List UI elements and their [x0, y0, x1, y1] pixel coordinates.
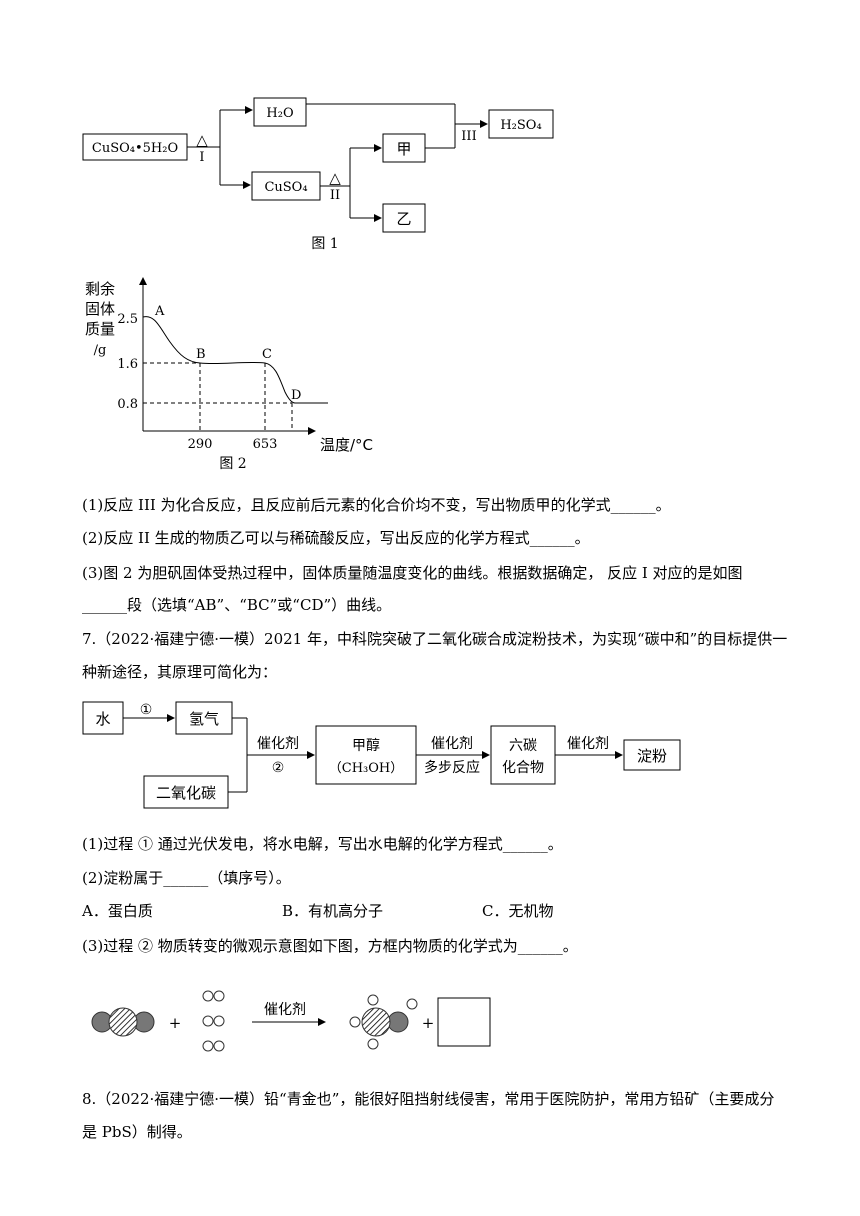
q6-part2: (2)反应 II 生成的物质乙可以与稀硫酸反应，写出反应的化学方程式______…	[82, 529, 590, 547]
label-circle-1: ①	[140, 702, 153, 718]
figure-2-mass-temperature-chart: 剩余 固体 质量 /g 2.5 1.6 0.8 290 653 A B C D …	[85, 277, 373, 472]
mass-curve	[142, 316, 328, 404]
q7-intro-line2: 种新途径，其原理可简化为：	[82, 663, 278, 681]
answer-box	[437, 997, 491, 1047]
label-methanol: 甲醇	[352, 737, 380, 754]
heat-symbol-1: △	[196, 131, 208, 149]
x-tick-653: 653	[253, 437, 278, 452]
label-h2so4: H₂SO₄	[500, 118, 541, 133]
y-axis-label-line1: 剩余	[85, 280, 115, 298]
point-label-b: B	[196, 347, 206, 362]
box-yi	[382, 203, 426, 233]
y-tick-0-8: 0.8	[117, 397, 138, 412]
plus-sign-1: +	[169, 1014, 182, 1032]
label-water: 水	[95, 710, 110, 728]
q7-part3: (3)过程 ② 物质转变的微观示意图如下图，方框内物质的化学式为______。	[82, 937, 578, 955]
q6-part3-line2: ______段（选填“AB”、“BC”或“CD”）曲线。	[82, 596, 392, 614]
q7-micro-diagram: + 催化剂 +	[91, 990, 491, 1052]
q6-part3-line1: (3)图 2 为胆矾固体受热过程中，固体质量随温度变化的曲线。根据数据确定， 反…	[82, 564, 743, 582]
figure-2-caption: 图 2	[219, 456, 246, 472]
y-axis-label-line2: 固体	[85, 300, 115, 318]
figure-1-flow-diagram: CuSO₄•5H₂O H₂O CuSO₄ 甲 乙 H₂SO₄ △ I △ II …	[82, 97, 554, 252]
label-hydrogen: 氢气	[189, 710, 219, 728]
label-multistep: 多步反应	[424, 759, 480, 776]
label-methanol-formula: （CH₃OH）	[329, 761, 404, 776]
point-label-a: A	[154, 304, 165, 319]
q7-starch-synthesis-flow: 水 ① 氢气 二氧化碳 催化剂 ② 甲醇 （CH₃OH） 催化剂 多步反应 六碳…	[82, 701, 681, 809]
label-six-carbon-b: 化合物	[502, 760, 544, 776]
label-h2o: H₂O	[266, 106, 293, 121]
micro-catalyst-label: 催化剂	[264, 1002, 306, 1018]
plus-sign-2: +	[422, 1014, 435, 1032]
heat-symbol-2: △	[329, 169, 341, 187]
box-h2o	[253, 97, 307, 127]
label-six-carbon-a: 六碳	[509, 738, 537, 754]
x-tick-290: 290	[188, 437, 213, 452]
q7-option-a: A．蛋白质	[82, 902, 153, 920]
label-cuso4-5h2o: CuSO₄•5H₂O	[92, 141, 178, 156]
y-axis-label-line4: /g	[94, 343, 107, 358]
step-label-3: III	[461, 129, 476, 144]
label-yi: 乙	[396, 210, 411, 228]
label-catalyst-1: 催化剂	[257, 736, 299, 752]
box-h2so4	[488, 109, 554, 139]
box-starch	[623, 739, 681, 771]
point-label-c: C	[262, 347, 272, 362]
q7-option-c: C．无机物	[482, 902, 554, 920]
q8-line1: 8.（2022·福建宁德·一模）铅“青金也”，能很好阻挡射线侵害，常用于医院防护…	[82, 1090, 775, 1108]
label-jia: 甲	[396, 140, 411, 158]
label-starch: 淀粉	[637, 747, 667, 765]
q7-intro-line1: 7.（2022·福建宁德·一模）2021 年，中科院突破了二氧化碳合成淀粉技术，…	[82, 630, 788, 648]
label-catalyst-2: 催化剂	[431, 736, 473, 752]
label-cuso4: CuSO₄	[264, 180, 307, 195]
q8-line2: 是 PbS）制得。	[82, 1123, 192, 1141]
x-axis-label: 温度/°C	[320, 436, 373, 454]
methanol-molecule	[349, 994, 418, 1050]
q7-option-b: B．有机高分子	[282, 902, 384, 920]
figure-1-caption: 图 1	[311, 236, 338, 252]
label-catalyst-3: 催化剂	[567, 736, 609, 752]
label-co2: 二氧化碳	[156, 784, 216, 802]
y-tick-2-5: 2.5	[117, 312, 138, 327]
y-tick-1-6: 1.6	[117, 357, 138, 372]
q6-part1: (1)反应 III 为化合反应，且反应前后元素的化合价均不变，写出物质甲的化学式…	[82, 496, 671, 514]
co2-molecule	[91, 1007, 155, 1037]
q7-part1: (1)过程 ① 通过光伏发电，将水电解，写出水电解的化学方程式______。	[82, 835, 563, 853]
q7-part2: (2)淀粉属于______（填序号）。	[82, 869, 291, 887]
point-label-d: D	[291, 388, 301, 403]
y-axis-label-line3: 质量	[85, 320, 115, 338]
step-label-2: II	[330, 188, 340, 203]
label-circle-2: ②	[272, 760, 285, 776]
step-label-1: I	[199, 150, 204, 165]
h2-molecules	[202, 990, 225, 1052]
